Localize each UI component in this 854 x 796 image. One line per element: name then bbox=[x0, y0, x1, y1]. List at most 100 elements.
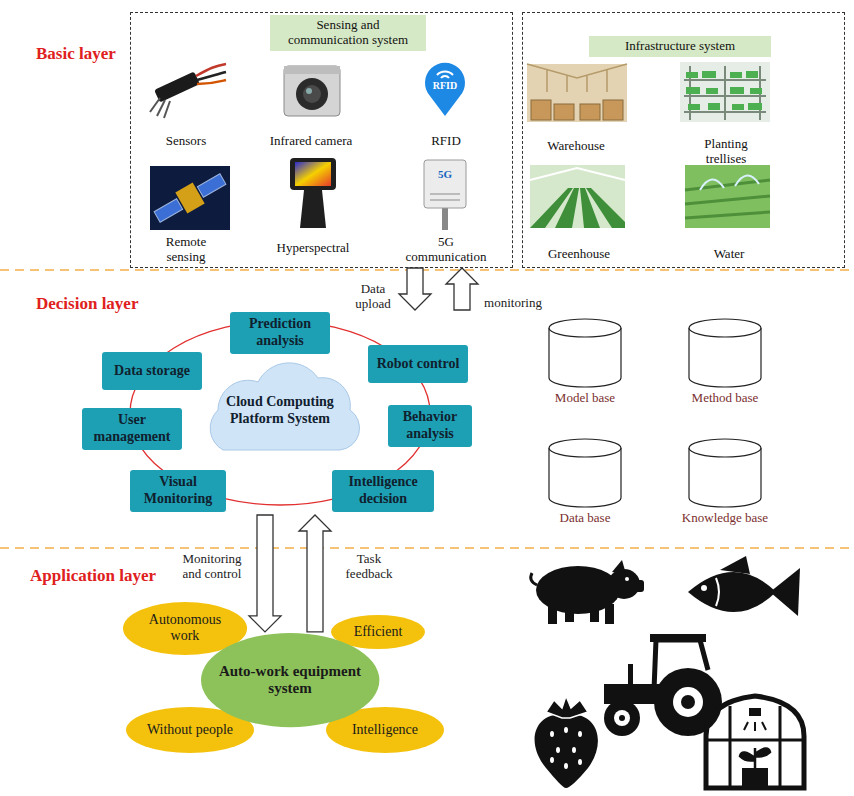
ellipse-fill bbox=[126, 707, 254, 753]
lens-glint bbox=[306, 88, 312, 94]
seed bbox=[564, 763, 568, 769]
rfid-pin bbox=[425, 63, 465, 116]
cylinder-top bbox=[689, 439, 761, 457]
layer-label: Application layer bbox=[30, 566, 156, 586]
item-caption: Greenhouse bbox=[534, 247, 624, 262]
module-box: Behavior analysis bbox=[388, 405, 472, 447]
module-box: Prediction analysis bbox=[230, 312, 330, 354]
imager-head bbox=[290, 158, 336, 190]
seed bbox=[578, 759, 582, 765]
cylinder-top bbox=[549, 439, 621, 457]
ellipse-fill bbox=[201, 633, 379, 727]
pig-snout bbox=[634, 580, 644, 592]
trellis-plants bbox=[686, 71, 762, 110]
seed bbox=[578, 731, 582, 737]
wheel-hub bbox=[681, 695, 695, 709]
block-arrow bbox=[249, 515, 281, 632]
text-slot: Warehouse bbox=[531, 139, 621, 154]
tractor-icon bbox=[604, 634, 722, 736]
item-caption: Remote sensing bbox=[151, 235, 221, 265]
platform-title: Cloud Computing Platform System bbox=[215, 394, 345, 428]
node-text: Without people bbox=[147, 722, 233, 738]
smart-greenhouse-icon bbox=[706, 696, 804, 788]
database-cylinder: Model base bbox=[540, 318, 630, 406]
ellipse-fill bbox=[326, 707, 444, 753]
greenhouse-ribs bbox=[706, 706, 804, 788]
wifi-arc bbox=[441, 76, 449, 78]
node-text: Intelligence decision bbox=[338, 474, 428, 508]
group-box: Warehouse Planting trellisesGreenhouse Wat… bbox=[522, 12, 845, 268]
plant-pot bbox=[742, 768, 768, 786]
item-caption: RFID bbox=[411, 134, 481, 149]
pig-leg bbox=[590, 606, 599, 622]
sensor-icon bbox=[150, 64, 226, 118]
pallet bbox=[603, 100, 623, 120]
cylinder-shape bbox=[547, 438, 623, 508]
irrigation-photo bbox=[685, 165, 770, 228]
cylinder-top bbox=[689, 319, 761, 337]
base-label: Model base bbox=[540, 391, 630, 406]
text-slot: Hyperspectral bbox=[263, 241, 363, 256]
roof-truss bbox=[527, 64, 627, 92]
greenhouse-outline bbox=[706, 696, 804, 788]
station-antenna bbox=[430, 199, 460, 201]
greenhouse-interior bbox=[530, 165, 625, 228]
module-box: User management bbox=[82, 408, 182, 450]
tractor-front-wheel bbox=[604, 700, 640, 736]
pig-leg bbox=[605, 604, 614, 624]
node-text: Robot control bbox=[377, 356, 460, 373]
base-label: Method base bbox=[680, 391, 770, 406]
text-slot: Planting trellises bbox=[691, 137, 761, 167]
wifi-arc bbox=[437, 72, 453, 75]
item-caption: Infrared camera bbox=[256, 134, 366, 149]
pig-tail bbox=[531, 573, 537, 585]
infrared-camera-icon bbox=[284, 66, 340, 116]
feature-ellipse: Auto-work equipment system bbox=[200, 632, 380, 728]
header-box: Infrastructure system bbox=[589, 36, 771, 57]
pig-leg bbox=[548, 604, 557, 624]
hyperspectral-icon bbox=[290, 158, 336, 228]
fish-gill bbox=[716, 578, 719, 606]
fish-fin bbox=[720, 556, 750, 574]
node-text: Behavior analysis bbox=[394, 409, 466, 443]
strawberry-icon bbox=[535, 696, 598, 788]
wheel-hub bbox=[619, 715, 625, 721]
trellis-shelf bbox=[684, 66, 766, 120]
item-caption: Water bbox=[689, 247, 769, 262]
rfid-icon bbox=[425, 63, 465, 116]
camera-lens-inner bbox=[303, 85, 321, 103]
platform-ring: Cloud Computing Platform System Predictio… bbox=[78, 310, 482, 515]
item-caption: 5G communication bbox=[401, 235, 491, 265]
node-text: Visual Monitoring bbox=[136, 474, 220, 508]
text-slot: Remote sensing bbox=[151, 235, 221, 265]
pig-icon bbox=[531, 560, 644, 624]
fish-eye bbox=[701, 585, 707, 591]
camera-lens bbox=[296, 78, 328, 110]
header-text: Sensing and communication system bbox=[276, 18, 420, 48]
seed bbox=[572, 747, 576, 753]
seed bbox=[550, 757, 554, 763]
text-slot: Greenhouse bbox=[534, 247, 624, 262]
cylinder-shape bbox=[687, 318, 763, 388]
header-text: Infrastructure system bbox=[595, 39, 765, 54]
station-pole bbox=[442, 206, 448, 230]
water-spray bbox=[700, 175, 759, 190]
imager-handle bbox=[300, 190, 326, 228]
pallet bbox=[531, 100, 551, 120]
text-slot: Infrared camera bbox=[256, 134, 366, 149]
node-text: Data storage bbox=[114, 363, 190, 380]
base-label: Knowledge base bbox=[680, 511, 770, 526]
item-caption: Planting trellises bbox=[691, 137, 761, 167]
item-caption: Warehouse bbox=[531, 139, 621, 154]
pig-ear bbox=[612, 560, 626, 574]
warehouse-photo bbox=[527, 64, 627, 122]
text-slot: 5G communication bbox=[401, 235, 491, 265]
trellis-background bbox=[680, 62, 770, 122]
text-slot: Cloud Computing Platform System bbox=[215, 394, 345, 428]
text-slot: RFID bbox=[411, 134, 481, 149]
sensor-wire bbox=[197, 80, 226, 84]
greenhouse-frame bbox=[530, 168, 625, 180]
crop-row bbox=[530, 188, 625, 228]
satellite bbox=[151, 169, 229, 228]
pallet bbox=[580, 104, 600, 120]
